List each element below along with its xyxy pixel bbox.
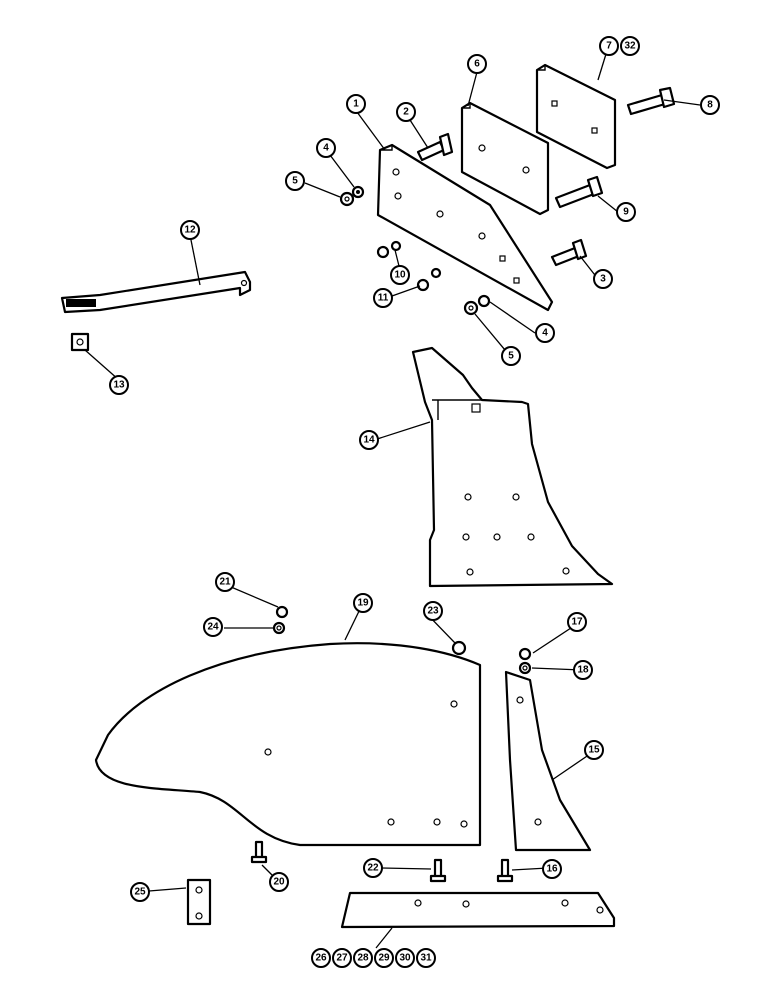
svg-text:20: 20 [273, 877, 285, 888]
svg-text:19: 19 [357, 598, 369, 609]
callout-7: 7 [599, 36, 619, 56]
svg-text:1: 1 [353, 99, 359, 110]
nut-washer-4-5-lower [463, 294, 491, 316]
svg-text:26: 26 [315, 953, 327, 964]
bolt-9 [554, 175, 604, 209]
bracket-25 [186, 878, 212, 926]
svg-text:17: 17 [571, 617, 583, 628]
nut-washer-4-5-upper [339, 185, 365, 207]
washer-18 [518, 661, 532, 675]
bolt-22 [429, 858, 447, 883]
callout-11: 11 [373, 288, 393, 308]
callout-23: 23 [423, 601, 443, 621]
callout-30: 30 [395, 948, 415, 968]
callout-28: 28 [353, 948, 373, 968]
callout-16: 16 [542, 859, 562, 879]
callout-4-lower: 4 [535, 323, 555, 343]
bolt-2 [416, 132, 454, 162]
callout-3: 3 [593, 269, 613, 289]
moldboard-19 [94, 642, 482, 847]
shin-15 [504, 670, 592, 852]
svg-text:23: 23 [427, 606, 439, 617]
svg-text:4: 4 [542, 328, 548, 339]
callout-32: 32 [620, 36, 640, 56]
svg-text:18: 18 [577, 665, 589, 676]
wear-plate-7-32 [535, 63, 617, 170]
share-26-31 [340, 891, 616, 929]
callout-4-upper: 4 [316, 138, 336, 158]
nut-21 [275, 605, 289, 619]
svg-text:4: 4 [323, 143, 329, 154]
svg-text:8: 8 [707, 100, 713, 111]
callout-5-lower: 5 [501, 346, 521, 366]
svg-text:11: 11 [378, 293, 389, 304]
bolt-16 [496, 858, 514, 883]
callout-29: 29 [374, 948, 394, 968]
bolt-20 [250, 840, 268, 864]
svg-text:30: 30 [399, 953, 411, 964]
callout-24: 24 [203, 617, 223, 637]
svg-text:5: 5 [508, 351, 514, 362]
callout-5-upper: 5 [285, 171, 305, 191]
callout-27: 27 [332, 948, 352, 968]
callout-26: 26 [311, 948, 331, 968]
callout-25: 25 [130, 882, 150, 902]
svg-text:21: 21 [219, 577, 231, 588]
svg-text:3: 3 [600, 274, 606, 285]
svg-text:31: 31 [420, 953, 432, 964]
svg-text:29: 29 [378, 953, 390, 964]
svg-text:15: 15 [588, 745, 600, 756]
bolt-8 [626, 86, 676, 116]
svg-text:32: 32 [624, 41, 636, 52]
callout-15: 15 [584, 740, 604, 760]
callout-17: 17 [567, 612, 587, 632]
svg-text:6: 6 [474, 59, 480, 70]
svg-text:13: 13 [113, 380, 125, 391]
svg-text:9: 9 [623, 207, 629, 218]
bolt-3 [550, 238, 588, 267]
svg-text:7: 7 [606, 41, 612, 52]
callout-22: 22 [363, 858, 383, 878]
svg-text:5: 5 [292, 176, 298, 187]
svg-text:22: 22 [367, 863, 379, 874]
brace-12 [60, 270, 252, 314]
svg-text:14: 14 [363, 435, 375, 446]
washer-24 [272, 621, 286, 635]
callout-14: 14 [359, 430, 379, 450]
svg-text:10: 10 [394, 270, 406, 281]
clip-13 [70, 332, 90, 352]
nut-23 [451, 640, 467, 656]
callout-21: 21 [215, 572, 235, 592]
callout-2: 2 [396, 102, 416, 122]
svg-text:16: 16 [546, 864, 558, 875]
svg-text:12: 12 [184, 225, 196, 236]
frog-14 [411, 346, 614, 588]
svg-text:27: 27 [336, 953, 348, 964]
callout-12: 12 [180, 220, 200, 240]
nuts-10-11 [376, 240, 442, 292]
svg-text:25: 25 [134, 887, 146, 898]
landside-plate [376, 143, 554, 312]
callout-6: 6 [467, 54, 487, 74]
callout-1: 1 [346, 94, 366, 114]
svg-text:28: 28 [357, 953, 369, 964]
callout-31: 31 [416, 948, 436, 968]
callout-18: 18 [573, 660, 593, 680]
callout-20: 20 [269, 872, 289, 892]
nut-17 [518, 647, 532, 661]
callout-13: 13 [109, 375, 129, 395]
callout-19: 19 [353, 593, 373, 613]
wear-plate-6 [460, 101, 550, 216]
svg-text:2: 2 [403, 107, 409, 118]
callout-8: 8 [700, 95, 720, 115]
svg-text:24: 24 [207, 622, 219, 633]
callout-9: 9 [616, 202, 636, 222]
callout-10: 10 [390, 265, 410, 285]
